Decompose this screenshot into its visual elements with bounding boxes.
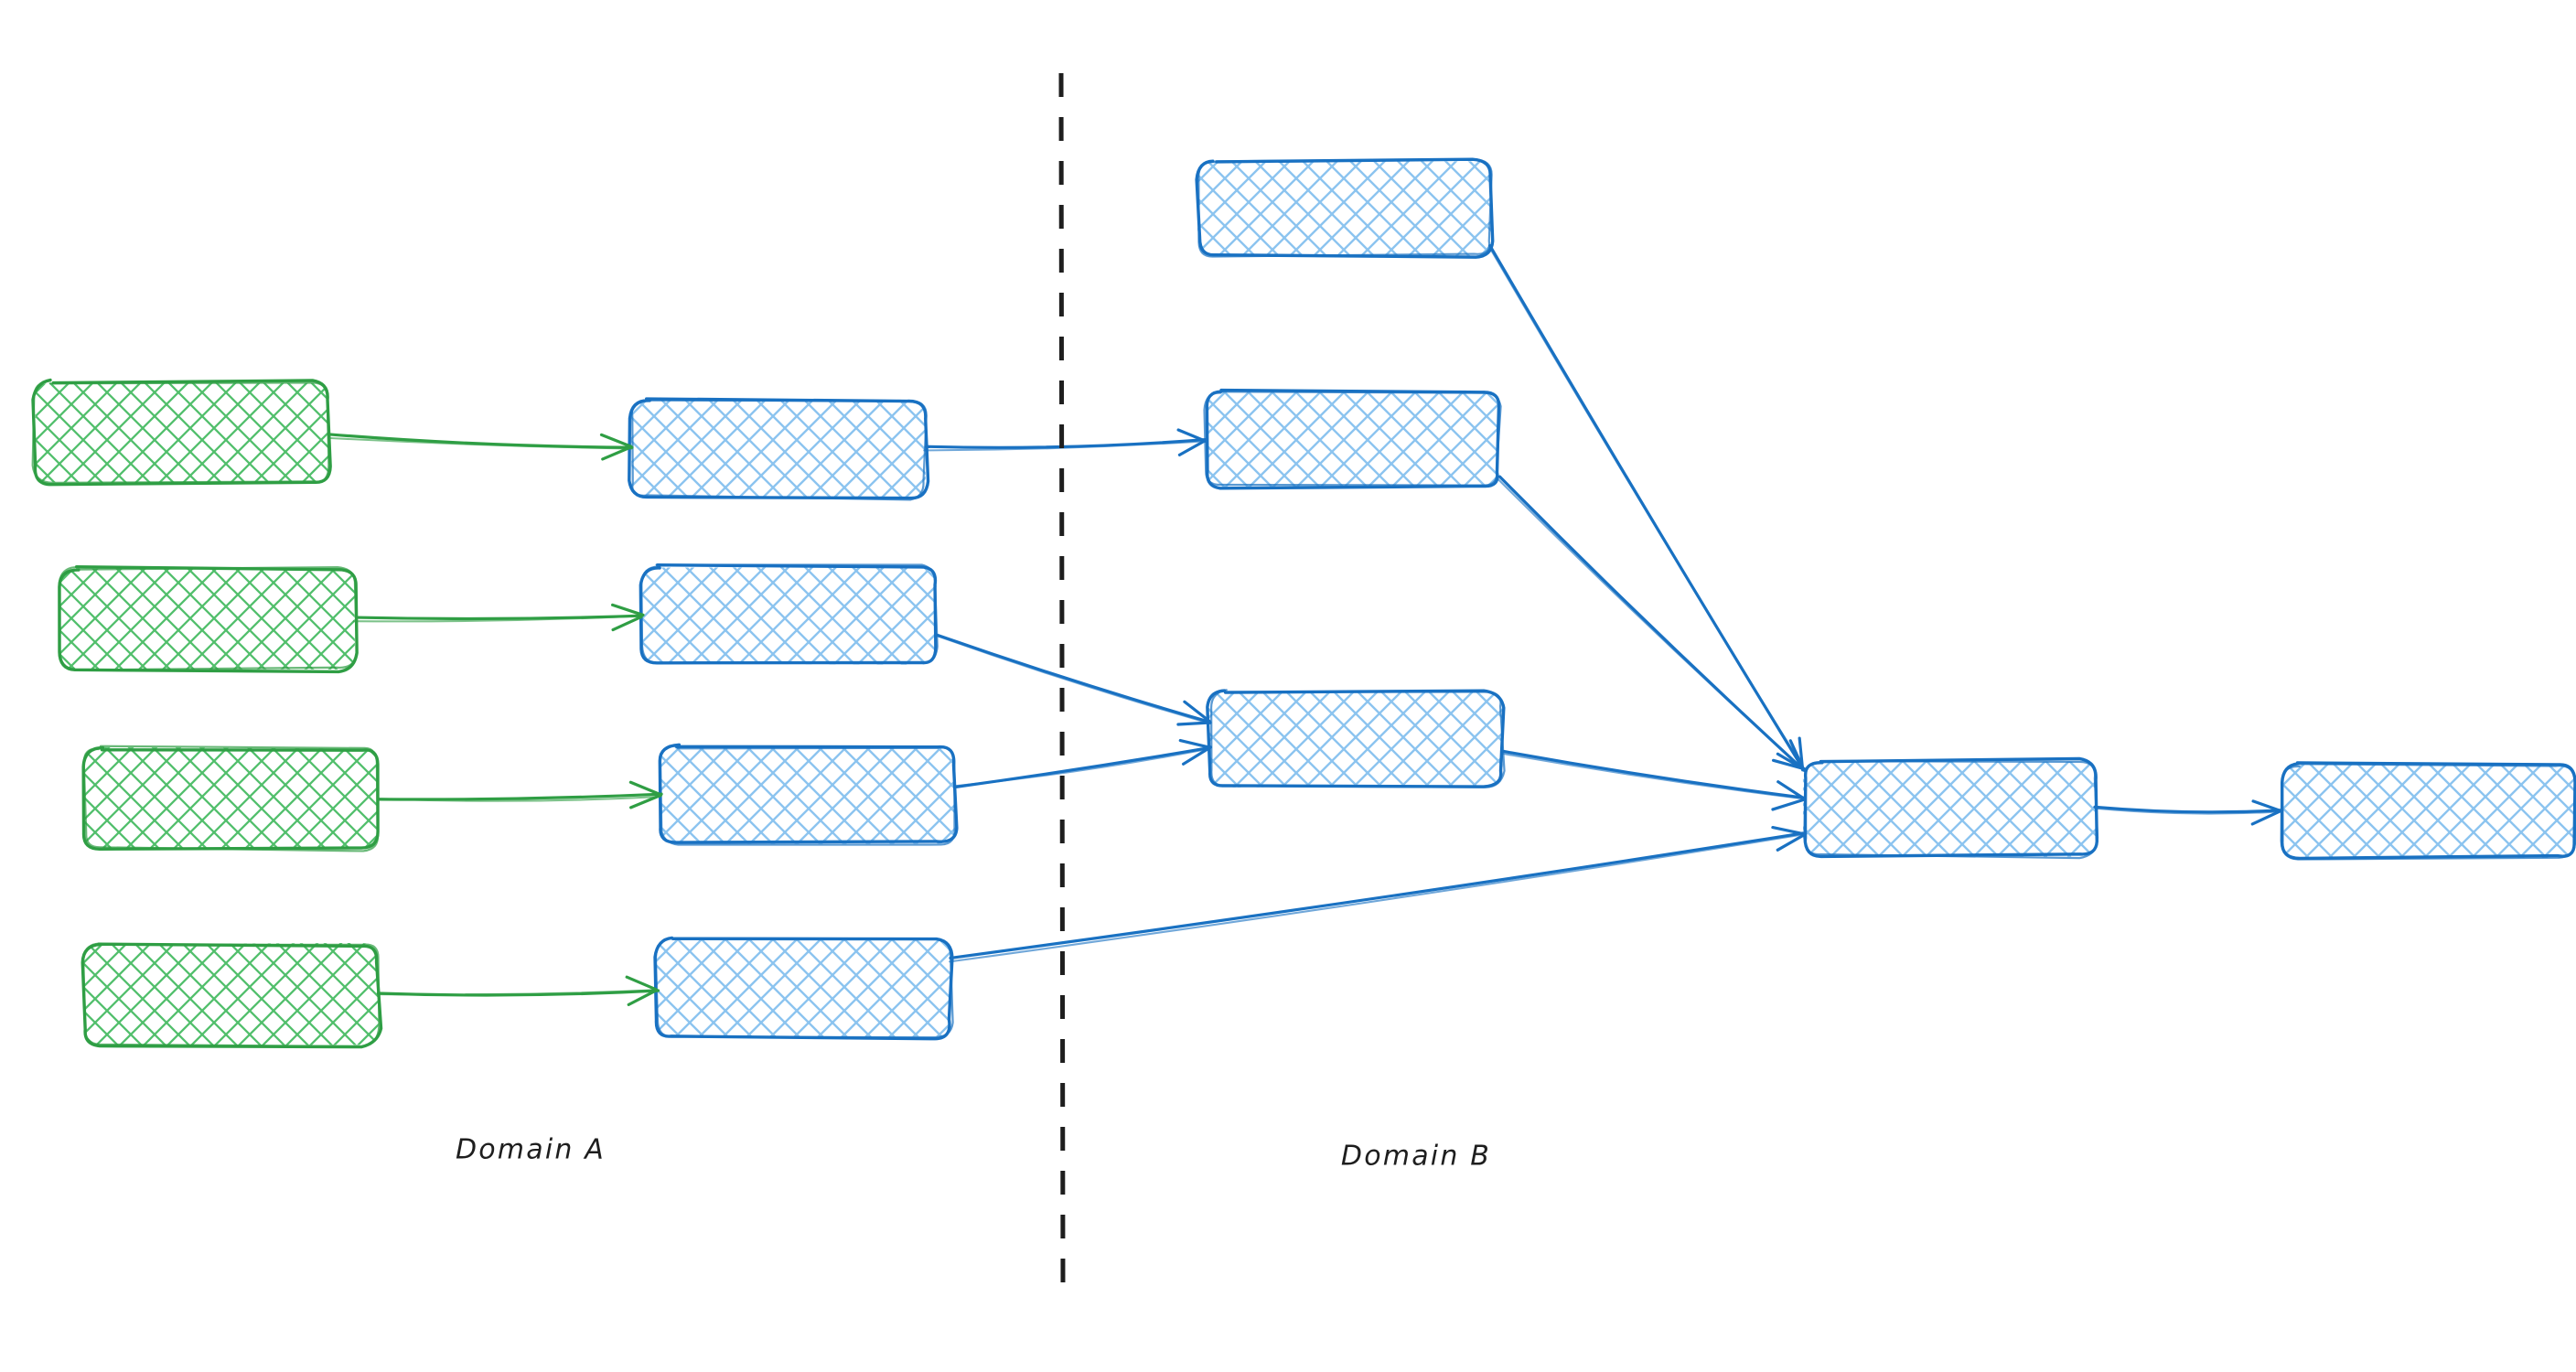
node-box-e1[interactable] [2280, 761, 2576, 861]
edge-arrowhead [1178, 738, 1210, 749]
edge-arrowhead [601, 445, 632, 461]
edge-line [352, 615, 643, 623]
node-box-c3[interactable] [1206, 689, 1506, 788]
domain-divider-line [1058, 72, 1066, 1298]
edge-arrowhead [629, 793, 662, 809]
node-fill-b1 [630, 399, 926, 498]
edge-line [327, 436, 633, 450]
edge-line [924, 437, 1208, 449]
edge-arrow-c2-d1 [1496, 475, 1807, 772]
node-box-a2[interactable] [58, 564, 359, 674]
edge-line [2093, 805, 2282, 814]
edge-arrowhead [625, 975, 658, 991]
node-fill-b3 [660, 745, 956, 844]
edge-arrowhead [1176, 721, 1212, 726]
edge-arrowhead [1776, 780, 1805, 799]
node-fill-a2 [59, 568, 355, 670]
edge-arrowhead [1183, 700, 1211, 724]
edge-arrowhead [1771, 798, 1806, 811]
node-layer [31, 157, 2576, 1049]
edge-line [1490, 249, 1807, 772]
node-box-b1[interactable] [628, 397, 930, 501]
node-outline-a2 [58, 566, 359, 671]
node-outline-b1 [630, 399, 928, 501]
node-outline-a4 [82, 942, 381, 1048]
node-box-b2[interactable] [639, 563, 939, 665]
node-fill-c2 [1206, 390, 1499, 488]
edge-line [949, 833, 1804, 963]
node-fill-c1 [1197, 160, 1491, 257]
node-box-c2[interactable] [1203, 388, 1502, 490]
edge-line [1499, 749, 1806, 799]
edge-line [923, 440, 1207, 452]
node-fill-c3 [1208, 690, 1503, 788]
edge-arrowhead [1177, 438, 1208, 456]
node-outline-c3 [1210, 689, 1506, 788]
edge-arrow-a2-b2 [352, 603, 645, 632]
edge-arrow-a3-b3 [377, 780, 663, 809]
edge-arrow-a4-b4 [376, 975, 660, 1006]
edge-arrowhead [2251, 799, 2284, 813]
edge-arrow-c1-d1 [1488, 243, 1807, 772]
edge-line [934, 633, 1212, 724]
node-box-b3[interactable] [658, 743, 959, 846]
domain-a-label: Domain A [456, 1134, 606, 1166]
node-outline-c2 [1203, 391, 1502, 487]
edge-arrow-b4-d1 [949, 825, 1808, 963]
node-box-b4[interactable] [653, 936, 954, 1041]
edge-line [1501, 752, 1804, 800]
edge-arrow-d1-e1 [2093, 799, 2284, 826]
node-outline-a1 [31, 380, 330, 484]
node-fill-b4 [656, 938, 952, 1038]
node-box-a4[interactable] [80, 942, 383, 1049]
edge-arrowhead [1771, 825, 1807, 836]
node-outline-b3 [659, 745, 956, 846]
edge-arrowhead [628, 780, 662, 797]
edge-line [949, 831, 1805, 960]
edge-line [1496, 477, 1806, 772]
node-fill-b2 [641, 566, 938, 665]
edge-arrow-b1-c2 [923, 428, 1208, 456]
edge-arrowhead [1771, 758, 1807, 771]
edge-arrowhead [1788, 739, 1806, 772]
edge-line [377, 989, 658, 996]
edge-arrow-a1-b1 [327, 433, 634, 461]
edge-layer [327, 243, 2284, 1006]
edge-line [953, 747, 1211, 788]
node-outline-a3 [82, 745, 379, 852]
edge-arrowhead [1176, 428, 1208, 444]
edge-arrow-b3-c3 [953, 738, 1213, 788]
edge-arrowhead [1776, 832, 1808, 852]
node-box-c1[interactable] [1195, 157, 1495, 259]
domain-b-label: Domain B [1341, 1141, 1491, 1173]
node-outline-e1 [2280, 763, 2576, 861]
node-outline-c1 [1197, 158, 1493, 258]
edge-arrowhead [599, 433, 633, 448]
edge-arrowhead [627, 988, 659, 1006]
node-box-d1[interactable] [1802, 756, 2099, 860]
edge-line [377, 795, 661, 802]
node-outline-b2 [640, 563, 939, 665]
node-fill-a4 [83, 942, 379, 1045]
node-fill-d1 [1802, 760, 2098, 857]
edge-arrowhead [610, 603, 645, 617]
node-box-a3[interactable] [81, 745, 380, 852]
divider-layer [1058, 72, 1066, 1298]
edge-arrow-b2-c3 [934, 633, 1212, 726]
node-fill-a3 [83, 746, 380, 850]
edge-line [2097, 807, 2282, 815]
edge-arrowhead [1181, 745, 1213, 766]
node-fill-e1 [2281, 764, 2575, 858]
edge-arrowhead [611, 615, 643, 632]
edge-arrow-c3-d1 [1499, 749, 1806, 811]
node-box-a1[interactable] [31, 378, 332, 487]
edge-line [935, 634, 1212, 725]
node-outline-b4 [654, 937, 954, 1039]
edge-arrowhead [2250, 809, 2284, 826]
node-fill-a1 [35, 382, 329, 483]
